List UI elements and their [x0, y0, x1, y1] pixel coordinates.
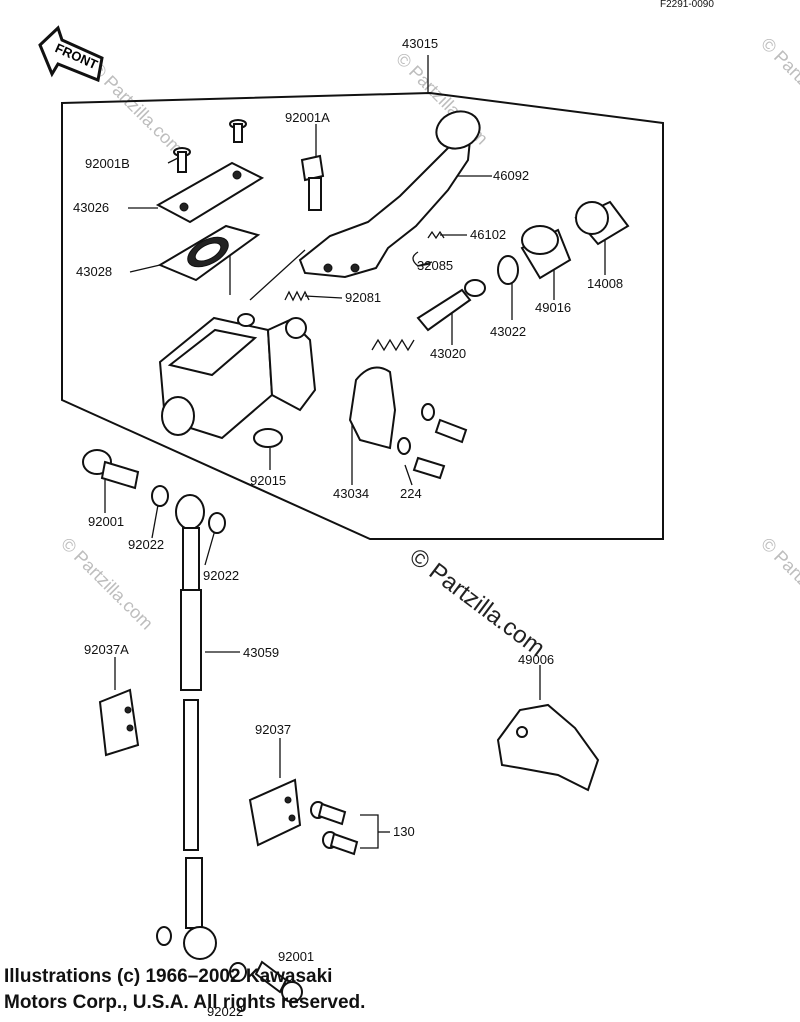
- label-43026: 43026: [73, 200, 109, 215]
- label-14008: 14008: [587, 276, 623, 291]
- copyright-line-2: Motors Corp., U.S.A. All rights reserved…: [4, 992, 366, 1013]
- leader-lines: [104, 124, 606, 849]
- label-92081: 92081: [345, 290, 381, 305]
- label-92015: 92015: [250, 473, 286, 488]
- label-32085: 32085: [417, 258, 453, 273]
- front-arrow-badge: FRONT: [38, 25, 104, 83]
- figure-id: F2291-0090: [660, 0, 714, 10]
- hose-bracket-92037: [248, 778, 302, 847]
- banjo-bolt-bottom: [254, 960, 303, 1003]
- watermark-text: © Partzilla.com: [87, 59, 187, 159]
- pivot-bolt: [300, 154, 325, 211]
- label-43020: 43020: [430, 346, 466, 361]
- watermark-text: © Partzilla.com: [757, 34, 800, 134]
- washer-bottom-a: [156, 926, 172, 946]
- return-spring: [284, 290, 310, 302]
- label-43028: 43028: [76, 264, 112, 279]
- label-92037A: 92037A: [84, 642, 129, 657]
- label-92022-c: 92022: [207, 1004, 243, 1019]
- cotter-clip: [412, 251, 431, 267]
- reservoir-cap: [155, 161, 265, 224]
- brake-hose: [175, 494, 217, 960]
- dust-cover-14008: [574, 200, 630, 246]
- label-46092: 46092: [493, 168, 529, 183]
- label-92037: 92037: [255, 722, 291, 737]
- washer-top-b: [208, 512, 226, 534]
- brake-lever: [298, 110, 481, 279]
- washer-top-a: [151, 485, 169, 507]
- background-watermarks: © Partzilla.com © Partzilla.com © Partzi…: [57, 34, 800, 634]
- watermark-main: © Partzilla.com: [404, 543, 549, 662]
- washer-bottom-b: [229, 962, 247, 982]
- label-92001-bottom: 92001: [278, 949, 314, 964]
- label-92001B: 92001B: [85, 156, 130, 171]
- hose-bracket-92037A: [98, 688, 140, 757]
- copyright-notice: Illustrations (c) 1966–2002 Kawasaki Mot…: [4, 964, 365, 1016]
- watermark-text: © Partzilla.com: [757, 534, 800, 634]
- clamp-bolts: [397, 403, 468, 480]
- label-46102: 46102: [470, 227, 506, 242]
- lever-spring: [427, 230, 445, 240]
- label-92022-a: 92022: [128, 537, 164, 552]
- label-49016: 49016: [535, 300, 571, 315]
- piston-assembly: [371, 279, 486, 352]
- boot-49016: [520, 225, 572, 280]
- label-49006: 49006: [518, 652, 554, 667]
- banjo-bolt-top: [82, 449, 140, 490]
- label-43034: 43034: [333, 486, 369, 501]
- label-130: 130: [393, 824, 415, 839]
- copyright-line-1: Illustrations (c) 1966–2002 Kawasaki: [4, 966, 333, 987]
- cap-screws: [173, 119, 247, 173]
- reservoir-cap-92015: [253, 428, 283, 448]
- part-labels: 43015 92001A 92001B 46092 43026 46102 43…: [73, 36, 623, 1019]
- bracket-bolts-130: [310, 801, 359, 856]
- master-cylinder-body: [158, 313, 317, 440]
- label-224: 224: [400, 486, 422, 501]
- assembly-outline: [61, 91, 664, 540]
- label-92001A: 92001A: [285, 110, 330, 125]
- washer-43022: [497, 255, 519, 285]
- handlebar-clamp: [348, 366, 397, 450]
- reservoir-diaphragm: [157, 224, 261, 282]
- label-92022-b: 92022: [203, 568, 239, 583]
- label-43059: 43059: [243, 645, 279, 660]
- label-92001-top: 92001: [88, 514, 124, 529]
- label-43015: 43015: [402, 36, 438, 51]
- label-43022: 43022: [490, 324, 526, 339]
- hose-cover-49006: [496, 703, 600, 792]
